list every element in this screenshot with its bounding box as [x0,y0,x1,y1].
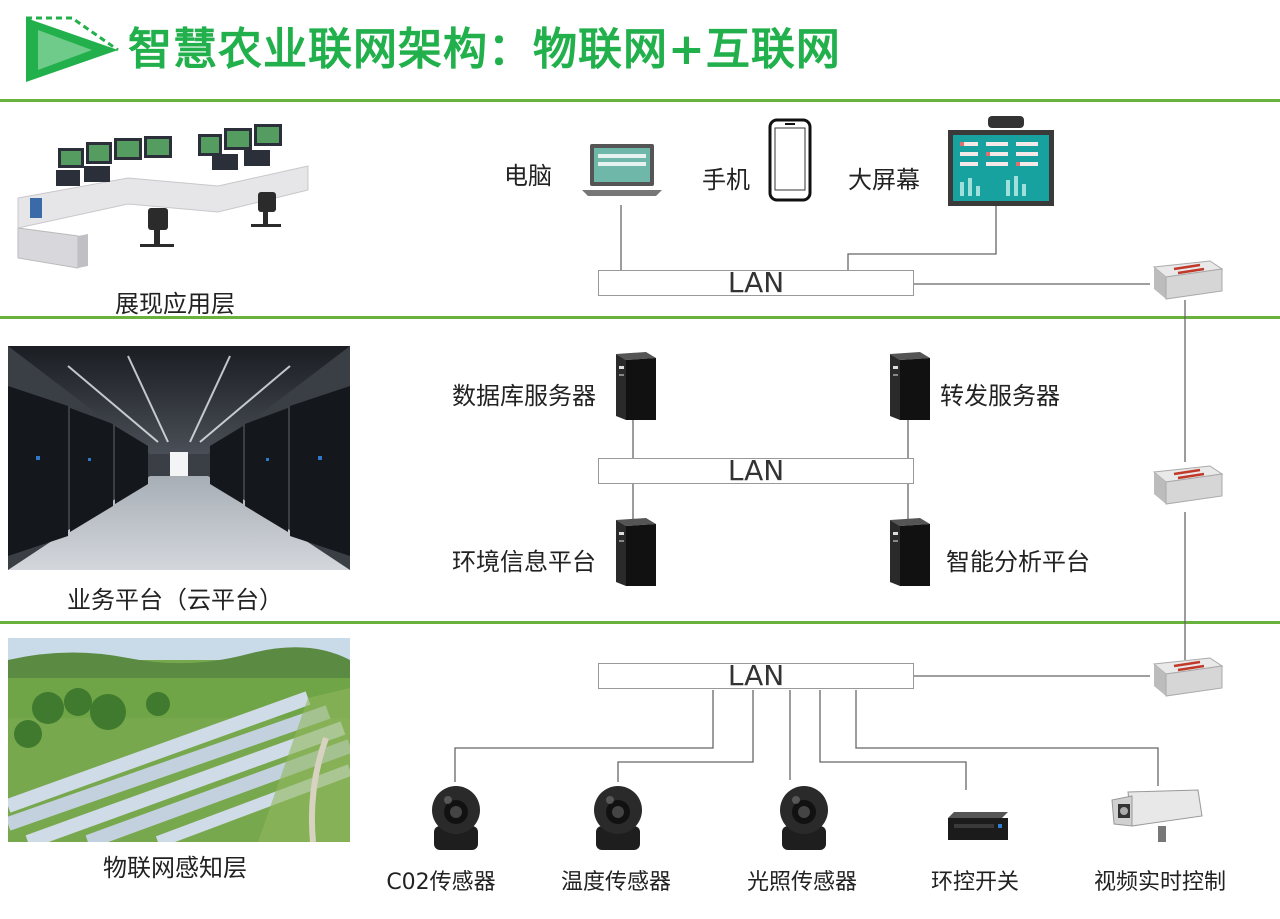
label-light-sensor: 光照传感器 [746,870,857,895]
lan-box-presentation: LAN [598,269,914,297]
page-title: 智慧农业联网架构：物联网+互联网 [128,24,841,75]
label-video-control: 视频实时控制 [1093,870,1226,895]
label-forward-server: 转发服务器 [940,382,1060,410]
label-env-switch: 环控开关 [930,870,1019,895]
label-analysis-platform: 智能分析平台 [946,548,1090,576]
network-switch-icon [1152,657,1224,697]
label-environment-platform: 环境信息平台 [452,548,596,576]
label-big-screen: 大屏幕 [848,166,920,194]
switch-box-icon [948,812,1008,840]
display-board-icon [948,116,1054,206]
server-tower-icon [616,352,656,420]
label-computer: 电脑 [504,162,552,190]
play-arrow-icon [26,16,119,82]
server-tower-icon [890,518,930,586]
bullet-camera-icon [1111,789,1203,842]
dome-camera-icon [780,786,828,850]
control-room-image [8,108,350,278]
lan-box-platform: LAN [598,457,914,485]
laptop-icon [582,144,662,196]
title-divider [0,99,1280,102]
lan-box-iot: LAN [598,662,914,690]
layer-label-presentation: 展现应用层 [115,290,235,318]
layer-label-platform: 业务平台（云平台） [67,586,283,614]
smartphone-icon [768,118,812,202]
greenhouse-field-image [8,638,350,842]
network-switch-icon [1152,465,1224,505]
data-center-image [8,346,350,570]
label-phone: 手机 [702,166,750,194]
layer-divider-1 [0,316,1280,319]
label-co2-sensor: C02传感器 [386,870,496,895]
network-switch-icon [1152,260,1224,300]
layer-label-iot: 物联网感知层 [103,854,247,882]
layer-divider-2 [0,621,1280,624]
server-tower-icon [890,352,930,420]
label-database-server: 数据库服务器 [452,382,596,410]
dome-camera-icon [594,786,642,850]
label-temperature-sensor: 温度传感器 [560,870,671,895]
dome-camera-icon [432,786,480,850]
server-tower-icon [616,518,656,586]
